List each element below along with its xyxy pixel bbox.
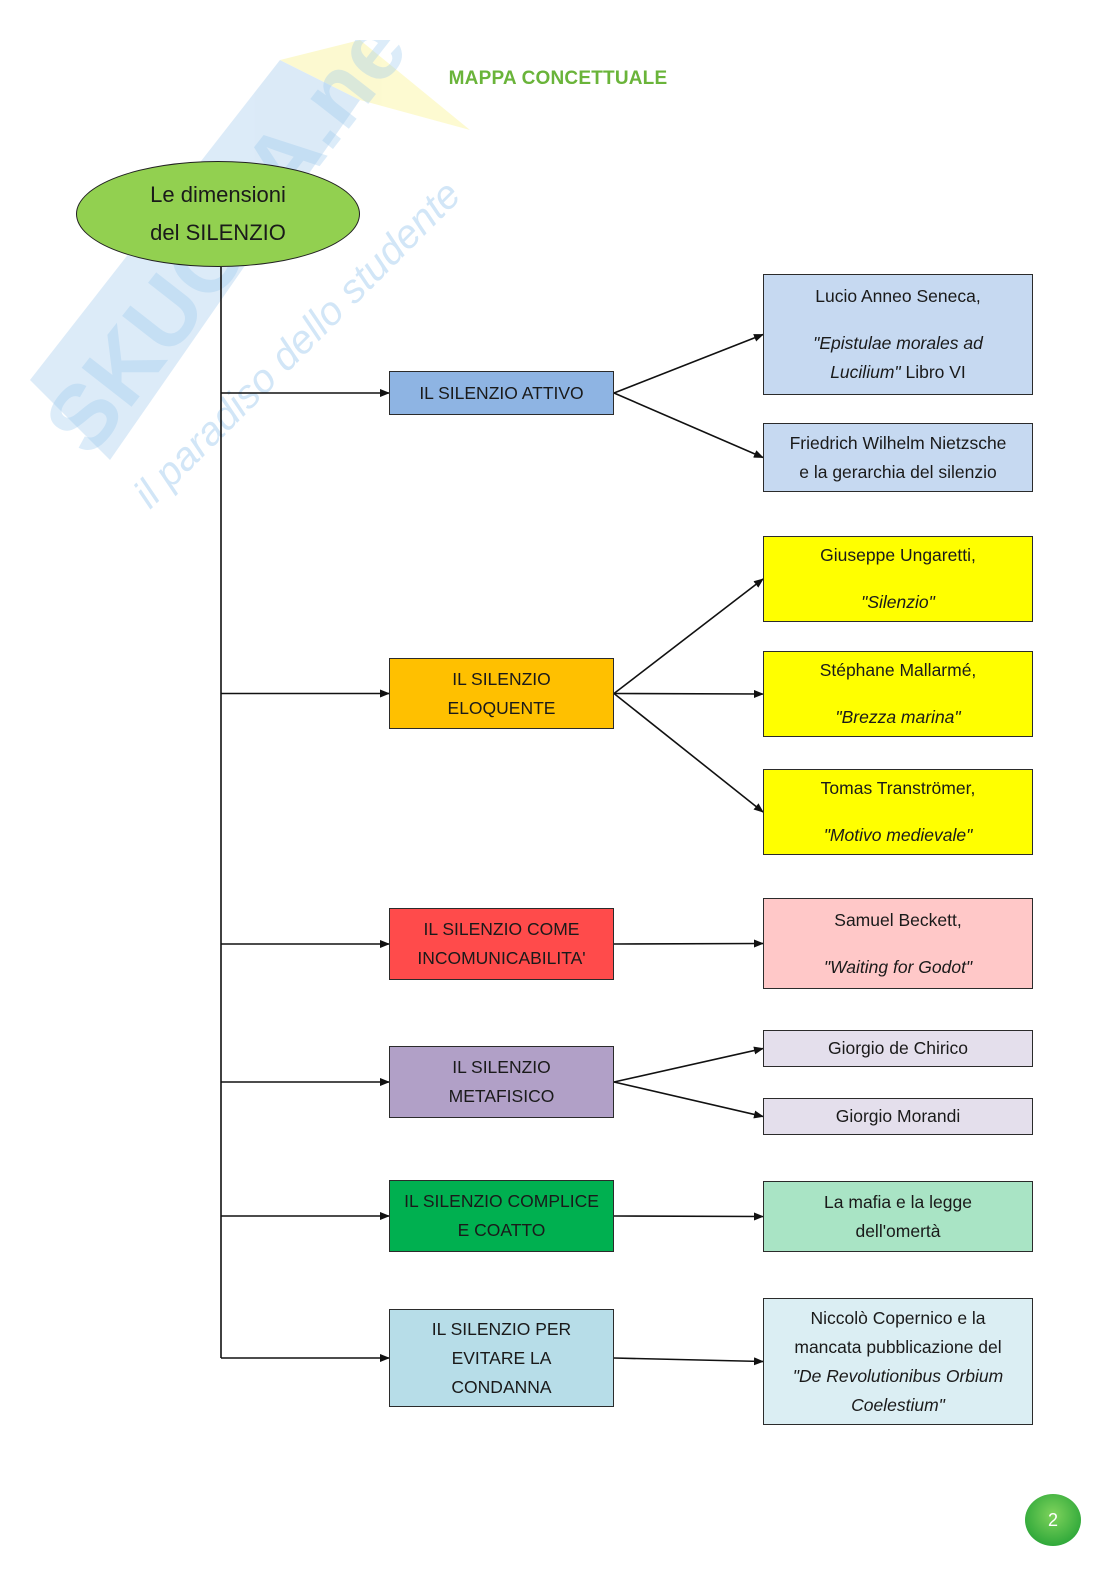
detail-node: La mafia e la legge dell'omertà [763, 1181, 1033, 1252]
category-label-line: ELOQUENTE [447, 697, 556, 718]
category-to-detail-arrow [613, 392, 764, 459]
category-to-detail-arrow [613, 939, 764, 948]
work-title: "Waiting for Godot" [823, 956, 973, 977]
category-to-detail-arrow [613, 578, 764, 695]
detail-text-line: Stéphane Mallarmé, [820, 656, 977, 685]
category-to-detail-arrow [613, 1081, 764, 1119]
category-to-detail-arrow [613, 1357, 764, 1366]
detail-text: Giorgio Morandi [835, 1106, 961, 1126]
detail-node: Friedrich Wilhelm Nietzsche e la gerarchi… [763, 423, 1033, 492]
detail-text-line: mancata pubblicazione del [794, 1333, 1001, 1362]
detail-text-line: dell'omertà [855, 1217, 940, 1246]
detail-text: Tomas Tranströmer, [820, 778, 976, 798]
category-label-line: IL SILENZIO PER [431, 1318, 572, 1339]
category-node: IL SILENZIO COME INCOMUNICABILITA' [389, 908, 614, 980]
page-number-badge: 2 [1025, 1494, 1081, 1546]
category-node: IL SILENZIO ATTIVO [389, 371, 614, 415]
detail-text: La mafia e la legge [824, 1191, 972, 1212]
category-to-detail-arrow [613, 689, 764, 698]
detail-text-line: Tomas Tranströmer, [821, 774, 976, 803]
detail-text-line: La mafia e la legge [824, 1188, 972, 1217]
detail-node: Samuel Beckett, "Waiting for Godot" [763, 898, 1033, 989]
detail-node: Giuseppe Ungaretti, "Silenzio" [763, 536, 1033, 622]
category-label-line: IL SILENZIO [452, 668, 551, 689]
detail-text: Giuseppe Ungaretti, [820, 545, 976, 565]
detail-node: Giorgio Morandi [763, 1098, 1033, 1135]
detail-node: Stéphane Mallarmé, "Brezza marina" [763, 651, 1033, 737]
detail-text-line: Lucilium" Libro VI [830, 358, 966, 387]
detail-text-line: "Epistulae morales ad [813, 329, 983, 358]
detail-text: Lucio Anneo Seneca, [815, 286, 981, 306]
category-to-detail-arrow [613, 692, 764, 813]
category-node: IL SILENZIO ELOQUENTE [389, 658, 614, 729]
category-to-detail-arrow [613, 333, 764, 394]
category-label-line: INCOMUNICABILITA' [417, 948, 586, 968]
category-to-detail-arrow [613, 1212, 764, 1221]
detail-text-line: Coelestium" [851, 1391, 945, 1420]
work-title: Coelestium" [851, 1394, 945, 1415]
category-to-detail-arrow [613, 1046, 764, 1083]
work-title: Lucilium" [830, 362, 901, 382]
detail-suffix: Libro VI [900, 362, 966, 382]
work-title: "De Revolutionibus Orbium [792, 1365, 1004, 1386]
work-title: "Epistulae morales ad [813, 333, 983, 353]
detail-text-line: "Motivo medievale" [824, 821, 973, 850]
category-label-line: CONDANNA [451, 1376, 552, 1397]
detail-text: e la gerarchia del silenzio [799, 461, 997, 482]
work-title: "Silenzio" [861, 592, 935, 612]
category-label-line: IL SILENZIO [452, 1057, 551, 1077]
detail-text: Giorgio de Chirico [827, 1038, 969, 1058]
detail-text: dell'omertà [855, 1220, 941, 1241]
root-line: del SILENZIO [150, 220, 286, 245]
detail-text: Stéphane Mallarmé, [819, 660, 977, 680]
detail-node: Niccolò Copernico e la mancata pubblicazi… [763, 1298, 1033, 1425]
detail-text-line: "Brezza marina" [835, 703, 960, 732]
detail-text-line: Friedrich Wilhelm Nietzsche [790, 429, 1007, 458]
category-label-line: IL SILENZIO ATTIVO [419, 382, 584, 403]
page-title: MAPPA CONCETTUALE [448, 68, 668, 89]
root-line: Le dimensioni [150, 182, 286, 207]
detail-text: Niccolò Copernico e la [810, 1307, 986, 1328]
detail-text: Samuel Beckett, [834, 909, 962, 930]
detail-text-line: e la gerarchia del silenzio [799, 458, 996, 487]
category-label-line: IL SILENZIO COME [423, 919, 580, 939]
detail-text: Friedrich Wilhelm Nietzsche [789, 432, 1007, 453]
category-label-line: EVITARE LA [451, 1347, 552, 1368]
work-title: "Brezza marina" [835, 707, 961, 727]
category-node: IL SILENZIO COMPLICE E COATTO [389, 1180, 614, 1252]
detail-node: Lucio Anneo Seneca, "Epistulae morales ad… [763, 274, 1033, 395]
detail-text-line: Giorgio Morandi [836, 1102, 961, 1131]
detail-text-line: Giorgio de Chirico [828, 1034, 968, 1063]
category-label-line: E COATTO [457, 1220, 546, 1240]
detail-text-line: Lucio Anneo Seneca, [815, 282, 980, 311]
root-node: Le dimensioni del SILENZIO [76, 161, 360, 267]
detail-text-line: Samuel Beckett, [834, 906, 961, 935]
detail-text: mancata pubblicazione del [794, 1336, 1002, 1357]
detail-text-line: "De Revolutionibus Orbium [793, 1362, 1003, 1391]
category-node: IL SILENZIO PER EVITARE LA CONDANNA [389, 1309, 614, 1407]
detail-text-line: "Waiting for Godot" [824, 953, 972, 982]
detail-text-line: "Silenzio" [861, 588, 935, 617]
category-label-line: METAFISICO [448, 1086, 555, 1106]
category-label-line: IL SILENZIO COMPLICE [404, 1191, 599, 1211]
work-title: "Motivo medievale" [823, 825, 973, 845]
detail-text-line: Niccolò Copernico e la [810, 1304, 985, 1333]
category-node: IL SILENZIO METAFISICO [389, 1046, 614, 1118]
detail-text-line: Giuseppe Ungaretti, [820, 541, 976, 570]
detail-node: Tomas Tranströmer, "Motivo medievale" [763, 769, 1033, 855]
detail-node: Giorgio de Chirico [763, 1030, 1033, 1067]
